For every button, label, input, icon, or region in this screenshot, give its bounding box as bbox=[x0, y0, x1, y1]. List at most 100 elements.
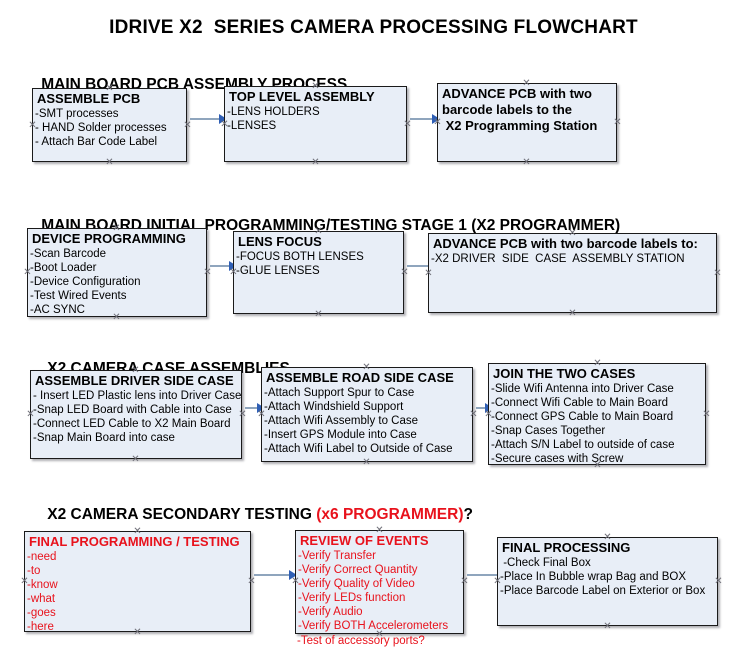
selection-handle-icon[interactable] bbox=[220, 120, 229, 129]
node-item: - Attach Bar Code Label bbox=[35, 136, 158, 148]
node-device-programming[interactable]: DEVICE PROGRAMMING -Scan Barcode -Boot L… bbox=[27, 228, 207, 317]
node-review-of-events[interactable]: REVIEW OF EVENTS -Verify Transfer -Verif… bbox=[295, 530, 464, 634]
selection-handle-icon[interactable] bbox=[484, 410, 493, 419]
node-item-overflow: -Test of accessory ports? bbox=[297, 635, 425, 647]
selection-handle-icon[interactable] bbox=[131, 455, 140, 464]
selection-handle-icon[interactable] bbox=[603, 622, 612, 631]
selection-handle-icon[interactable] bbox=[400, 268, 409, 277]
selection-handle-icon[interactable] bbox=[603, 533, 612, 542]
connector-top-level-assembly-to-advance-pcb bbox=[410, 118, 435, 120]
node-item: -here bbox=[27, 621, 54, 633]
node-item: -X2 DRIVER SIDE CASE ASSEMBLY STATION bbox=[431, 253, 685, 265]
node-item: -Attach Wifi Label to Outside of Case bbox=[264, 443, 453, 455]
selection-handle-icon[interactable] bbox=[247, 577, 256, 586]
selection-handle-icon[interactable] bbox=[133, 527, 142, 536]
node-final-processing[interactable]: FINAL PROCESSING -Check Final Box -Place… bbox=[497, 537, 718, 626]
selection-handle-icon[interactable] bbox=[702, 410, 711, 419]
node-item: -know bbox=[27, 579, 58, 591]
selection-handle-icon[interactable] bbox=[375, 526, 384, 535]
node-item: -Check Final Box bbox=[500, 557, 591, 569]
selection-handle-icon[interactable] bbox=[433, 118, 442, 127]
selection-handle-icon[interactable] bbox=[133, 628, 142, 637]
selection-handle-icon[interactable] bbox=[593, 359, 602, 368]
node-top-level-assembly[interactable]: TOP LEVEL ASSEMBLY -LENS HOLDERS -LENSES bbox=[224, 86, 407, 162]
selection-handle-icon[interactable] bbox=[105, 158, 114, 167]
selection-handle-icon[interactable] bbox=[362, 363, 371, 372]
selection-handle-icon[interactable] bbox=[291, 577, 300, 586]
selection-handle-icon[interactable] bbox=[131, 366, 140, 375]
node-item: -Verify Transfer bbox=[298, 550, 376, 562]
node-body: REVIEW OF EVENTS -Verify Transfer -Verif… bbox=[296, 533, 463, 633]
selection-handle-icon[interactable] bbox=[314, 310, 323, 319]
node-join-the-two-cases[interactable]: JOIN THE TWO CASES -Slide Wifi Antenna i… bbox=[488, 363, 706, 465]
selection-handle-icon[interactable] bbox=[23, 268, 32, 277]
selection-handle-icon[interactable] bbox=[522, 158, 531, 167]
node-item: -LENS HOLDERS bbox=[227, 106, 320, 118]
node-body: FINAL PROGRAMMING / TESTING -need -to -k… bbox=[25, 534, 250, 634]
node-advance-pcb-driver-side-case[interactable]: ADVANCE PCB with two barcode labels to: … bbox=[428, 233, 717, 313]
selection-handle-icon[interactable] bbox=[28, 121, 37, 130]
node-final-programming-testing[interactable]: FINAL PROGRAMMING / TESTING -need -to -k… bbox=[24, 531, 251, 634]
node-body: ASSEMBLE DRIVER SIDE CASE - Insert LED P… bbox=[31, 373, 241, 445]
selection-handle-icon[interactable] bbox=[713, 269, 722, 278]
selection-handle-icon[interactable] bbox=[375, 630, 384, 639]
node-item: -Device Configuration bbox=[30, 276, 141, 288]
selection-handle-icon[interactable] bbox=[26, 410, 35, 419]
selection-handle-icon[interactable] bbox=[229, 268, 238, 277]
node-title: ASSEMBLE PCB bbox=[37, 91, 141, 106]
selection-handle-icon[interactable] bbox=[105, 84, 114, 93]
node-body: TOP LEVEL ASSEMBLY -LENS HOLDERS -LENSES bbox=[225, 89, 406, 133]
node-title: ADVANCE PCB with two barcode labels to: bbox=[433, 236, 698, 251]
selection-handle-icon[interactable] bbox=[714, 577, 723, 586]
selection-handle-icon[interactable] bbox=[460, 577, 469, 586]
selection-handle-icon[interactable] bbox=[183, 121, 192, 130]
node-item: -Place Barcode Label on Exterior or Box bbox=[500, 585, 706, 597]
node-title-line: X2 Programming Station bbox=[442, 118, 598, 133]
selection-handle-icon[interactable] bbox=[568, 309, 577, 318]
node-assemble-pcb[interactable]: ASSEMBLE PCB -SMT processes - HAND Solde… bbox=[32, 88, 187, 162]
selection-handle-icon[interactable] bbox=[257, 410, 266, 419]
node-body: FINAL PROCESSING -Check Final Box -Place… bbox=[498, 540, 717, 598]
connector-device-programming-to-lens-focus bbox=[210, 265, 232, 267]
node-item: -SMT processes bbox=[35, 108, 119, 120]
node-title: FINAL PROCESSING bbox=[502, 540, 631, 555]
node-item: -Connect Wifi Cable to Main Board bbox=[491, 397, 669, 409]
selection-handle-icon[interactable] bbox=[493, 577, 502, 586]
selection-handle-icon[interactable] bbox=[568, 229, 577, 238]
arrow-head-icon bbox=[289, 570, 297, 580]
page-title: IDRIVE X2 SERIES CAMERA PROCESSING FLOWC… bbox=[109, 17, 638, 38]
selection-handle-icon[interactable] bbox=[238, 410, 247, 419]
node-advance-pcb-x2-programming-station[interactable]: ADVANCE PCB with two barcode labels to t… bbox=[437, 83, 617, 162]
node-item: -Scan Barcode bbox=[30, 248, 107, 260]
node-title: DEVICE PROGRAMMING bbox=[32, 231, 186, 246]
selection-handle-icon[interactable] bbox=[112, 313, 121, 322]
node-lens-focus[interactable]: LENS FOCUS -FOCUS BOTH LENSES -GLUE LENS… bbox=[233, 231, 404, 314]
node-assemble-road-side-case[interactable]: ASSEMBLE ROAD SIDE CASE -Attach Support … bbox=[261, 367, 473, 462]
selection-handle-icon[interactable] bbox=[311, 158, 320, 167]
selection-handle-icon[interactable] bbox=[314, 227, 323, 236]
node-title: ASSEMBLE DRIVER SIDE CASE bbox=[35, 373, 234, 388]
node-title: FINAL PROGRAMMING / TESTING bbox=[29, 534, 240, 549]
selection-handle-icon[interactable] bbox=[613, 118, 622, 127]
node-item: -Attach Windshield Support bbox=[264, 401, 404, 413]
section-heading-tail: ? bbox=[463, 506, 473, 523]
node-body: JOIN THE TWO CASES -Slide Wifi Antenna i… bbox=[489, 366, 705, 466]
selection-handle-icon[interactable] bbox=[593, 461, 602, 470]
node-item: -need bbox=[27, 551, 57, 563]
node-assemble-driver-side-case[interactable]: ASSEMBLE DRIVER SIDE CASE - Insert LED P… bbox=[30, 370, 242, 459]
selection-handle-icon[interactable] bbox=[403, 120, 412, 129]
selection-handle-icon[interactable] bbox=[20, 577, 29, 586]
node-body: ASSEMBLE PCB -SMT processes - HAND Solde… bbox=[33, 91, 186, 149]
selection-handle-icon[interactable] bbox=[522, 79, 531, 88]
node-item: -Connect GPS Cable to Main Board bbox=[491, 411, 674, 423]
section-heading-red-suffix: (x6 PROGRAMMER) bbox=[316, 506, 464, 523]
selection-handle-icon[interactable] bbox=[424, 269, 433, 278]
node-item: - Insert LED Plastic lens into Driver Ca… bbox=[33, 390, 242, 402]
selection-handle-icon[interactable] bbox=[112, 224, 121, 233]
selection-handle-icon[interactable] bbox=[203, 268, 212, 277]
selection-handle-icon[interactable] bbox=[311, 82, 320, 91]
selection-handle-icon[interactable] bbox=[469, 410, 478, 419]
node-item: -Verify Quality of Video bbox=[298, 578, 415, 590]
selection-handle-icon[interactable] bbox=[362, 458, 371, 467]
